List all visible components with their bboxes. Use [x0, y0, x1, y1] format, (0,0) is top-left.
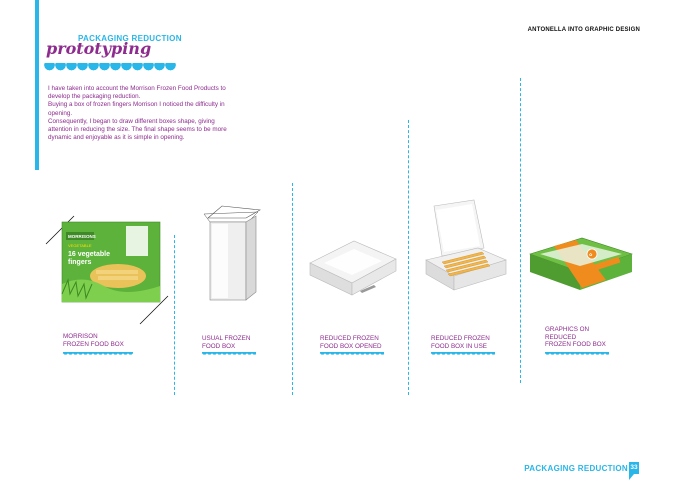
caption-graphics-box: GRAPHICS ON REDUCED FROZEN FOOD BOX — [545, 326, 606, 348]
page-number-tail — [629, 474, 634, 480]
left-accent-bar — [35, 0, 39, 170]
caption-scallop — [63, 352, 133, 358]
page-title: prototyping — [46, 39, 152, 58]
morrison-box-illustration: MORRISONS VEGETABLE 16 vegetable fingers — [45, 215, 169, 325]
box-brand: MORRISONS — [68, 234, 96, 239]
box-line1: 16 vegetable — [68, 251, 110, 258]
graphics-box-illustration: ✿ — [529, 237, 633, 290]
usual-box-sketch — [203, 205, 261, 301]
dashed-divider — [174, 235, 175, 395]
caption-scallop — [320, 352, 384, 358]
intro-paragraph: Buying a box of frozen fingers Morrison … — [48, 101, 225, 117]
caption-reduced-box-in-use: REDUCED FROZEN FOOD BOX IN USE — [431, 335, 490, 350]
intro-paragraph: Consequently, I began to draw different … — [48, 117, 227, 142]
dashed-divider — [520, 78, 521, 383]
caption-scallop — [431, 352, 495, 358]
caption-reduced-box-opened: REDUCED FROZEN FOOD BOX OPENED — [320, 335, 382, 350]
dashed-divider — [292, 183, 293, 395]
section-kicker: PACKAGING REDUCTION — [78, 34, 182, 43]
caption-scallop — [202, 352, 256, 358]
svg-text:✿: ✿ — [589, 252, 593, 257]
reduced-box-in-use-sketch — [425, 199, 507, 291]
box-badge: VEGETABLE — [68, 243, 92, 248]
page-number: 33 — [629, 462, 639, 474]
title-scallop-underline — [44, 63, 176, 77]
dashed-divider — [408, 120, 409, 395]
intro-paragraph: I have taken into account the Morrison F… — [48, 85, 226, 101]
caption-scallop — [545, 352, 609, 358]
caption-usual-box: USUAL FROZEN FOOD BOX — [202, 335, 251, 350]
box-line2: fingers — [68, 259, 91, 266]
footer-section-title: PACKAGING REDUCTION — [524, 464, 628, 473]
caption-morrison-box: MORRISON FROZEN FOOD BOX — [63, 333, 124, 348]
reduced-box-opened-sketch — [309, 240, 397, 296]
brand-header: ANTONELLA INTO GRAPHIC DESIGN — [527, 27, 640, 33]
intro-text: I have taken into account the Morrison F… — [48, 85, 238, 142]
